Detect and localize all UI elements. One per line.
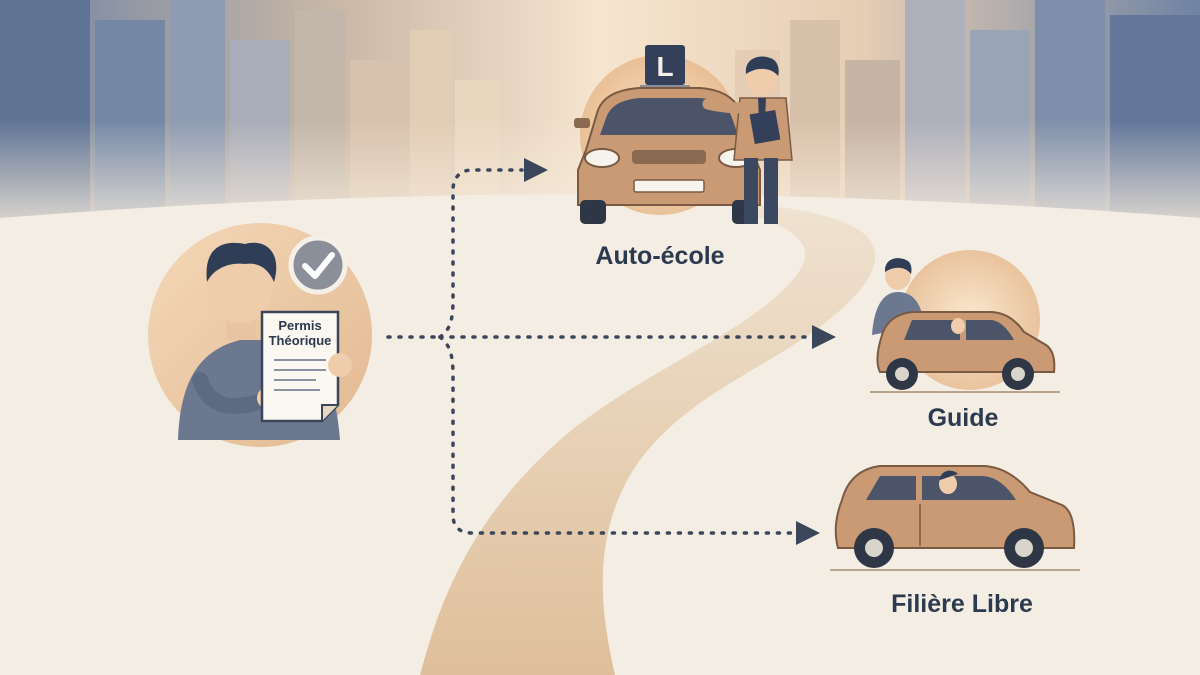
learner-sign-icon: L <box>640 45 690 93</box>
arrow-icon <box>524 158 548 182</box>
guide-node: Guide <box>870 258 1060 432</box>
arrowheads <box>524 158 836 545</box>
document-title-line2: Théorique <box>269 333 332 348</box>
car-icon <box>870 311 1060 393</box>
document-title-line1: Permis <box>278 318 321 333</box>
connectors <box>386 168 810 535</box>
arrow-icon <box>796 521 820 545</box>
filiere-libre-node: Filière Libre <box>830 465 1080 618</box>
document-icon: Permis Théorique <box>260 310 352 423</box>
learner-sign-letter: L <box>656 51 673 82</box>
guide-label: Guide <box>928 404 999 432</box>
filiere-libre-label: Filière Libre <box>891 590 1033 618</box>
connector-to-filiere-libre <box>438 335 794 535</box>
auto-ecole-label: Auto-école <box>595 242 724 270</box>
instructor-icon <box>702 56 793 224</box>
road <box>420 205 876 675</box>
auto-ecole-node: L Auto-école <box>574 45 793 270</box>
check-icon <box>288 235 348 295</box>
start-node: Permis Théorique <box>148 223 372 447</box>
arrow-icon <box>812 325 836 349</box>
car-icon <box>830 465 1080 571</box>
connector-to-auto-ecole <box>438 168 524 339</box>
